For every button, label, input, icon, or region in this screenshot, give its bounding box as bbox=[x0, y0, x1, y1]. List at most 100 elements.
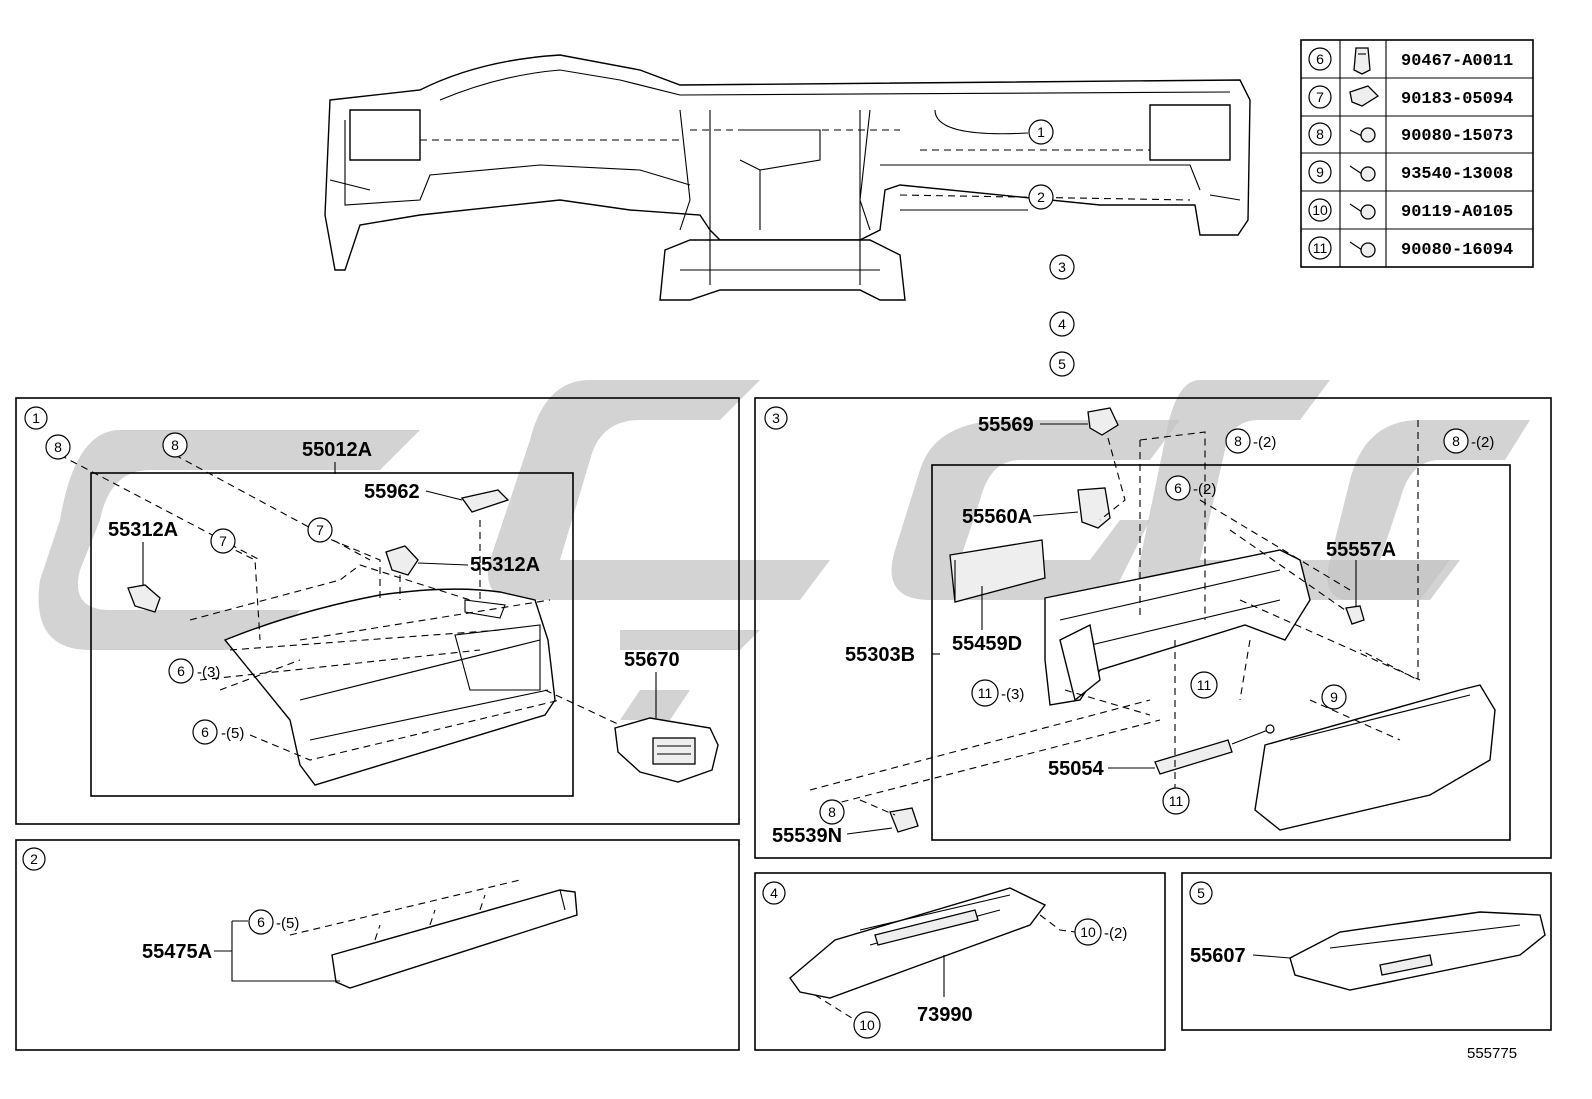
part-label-55569: 55569 bbox=[978, 414, 1034, 436]
clip-part-55312A-left[interactable] bbox=[127, 584, 161, 613]
svg-text:-(3): -(3) bbox=[1001, 686, 1024, 703]
legend-row-9: 9 93540-13008 bbox=[1308, 160, 1513, 184]
svg-text:3: 3 bbox=[1058, 259, 1066, 275]
svg-text:8: 8 bbox=[54, 439, 62, 455]
damper-part-55054[interactable] bbox=[1154, 724, 1275, 775]
part-label-55670: 55670 bbox=[624, 649, 680, 671]
svg-text:8: 8 bbox=[1316, 126, 1324, 142]
callout-7[interactable]: 7 bbox=[307, 517, 333, 543]
legend-row-10: 10 90119-A0105 bbox=[1308, 198, 1513, 222]
cover-part-55607[interactable] bbox=[1289, 911, 1546, 991]
svg-text:11: 11 bbox=[1169, 793, 1184, 809]
screw-icon bbox=[1349, 241, 1376, 258]
glove-box-door-part[interactable] bbox=[1254, 684, 1496, 831]
overview-callout-5[interactable]: 5 bbox=[1049, 351, 1075, 377]
finish-panel-part-55475A[interactable] bbox=[331, 889, 578, 989]
panel-5: 5 55607 bbox=[1181, 872, 1552, 1031]
svg-text:6: 6 bbox=[1316, 51, 1324, 67]
screw-icon bbox=[1349, 165, 1376, 182]
clip-part-55312A-right[interactable] bbox=[385, 545, 419, 576]
callout-8[interactable]: 8 bbox=[819, 799, 845, 825]
svg-text:10: 10 bbox=[1312, 202, 1328, 218]
svg-text:11: 11 bbox=[1197, 677, 1212, 693]
striker-part-55459D[interactable] bbox=[949, 539, 1046, 603]
callout-8[interactable]: 8 -(2) bbox=[1443, 428, 1494, 454]
callout-6[interactable]: 6-(5) bbox=[192, 719, 244, 745]
part-label-55312A: 55312A bbox=[470, 554, 540, 576]
part-label-55560A: 55560A bbox=[962, 506, 1032, 528]
legend-row-7: 7 90183-05094 bbox=[1308, 85, 1513, 109]
part-label-55557A: 55557A bbox=[1326, 539, 1396, 561]
callout-10[interactable]: 10 bbox=[853, 1011, 881, 1039]
svg-text:-(2): -(2) bbox=[1193, 481, 1216, 498]
callout-8[interactable]: 8 bbox=[45, 434, 71, 460]
svg-text:7: 7 bbox=[316, 522, 324, 538]
svg-text:1: 1 bbox=[1037, 124, 1045, 140]
callout-8[interactable]: 8 -(2) bbox=[1225, 428, 1276, 454]
svg-text:-(5): -(5) bbox=[276, 915, 299, 932]
svg-text:11: 11 bbox=[978, 685, 993, 701]
callout-6[interactable]: 6 -(3) bbox=[168, 658, 220, 684]
svg-text:90080-16094: 90080-16094 bbox=[1401, 241, 1513, 260]
svg-text:8: 8 bbox=[828, 804, 836, 820]
svg-text:5: 5 bbox=[1197, 885, 1205, 901]
clip-part-55539N[interactable] bbox=[889, 807, 919, 833]
svg-text:9: 9 bbox=[1316, 164, 1324, 180]
part-label-55303B: 55303B bbox=[845, 644, 915, 666]
svg-text:-(3): -(3) bbox=[197, 664, 220, 681]
svg-text:8: 8 bbox=[1452, 433, 1460, 449]
overview-callout-2[interactable]: 2 bbox=[1028, 184, 1054, 210]
fastener-legend-table: 6 90467-A0011 7 90183-05094 8 90080-1507… bbox=[1300, 39, 1534, 268]
part-label-55539N: 55539N bbox=[772, 825, 842, 847]
svg-text:7: 7 bbox=[1316, 89, 1324, 105]
svg-text:6: 6 bbox=[1174, 480, 1182, 496]
callout-7[interactable]: 7 bbox=[210, 528, 236, 554]
instrument-panel-part[interactable] bbox=[223, 588, 556, 786]
callout-11[interactable]: 11 bbox=[1190, 671, 1218, 699]
clip-part-55962[interactable] bbox=[460, 489, 510, 513]
glove-box-frame-part[interactable] bbox=[1044, 549, 1311, 706]
panel-2: 2 55475A 6-(5) bbox=[15, 839, 740, 1051]
clip-icon bbox=[1349, 85, 1380, 107]
svg-text:2: 2 bbox=[1037, 189, 1045, 205]
part-label-55054: 55054 bbox=[1048, 758, 1104, 780]
legend-row-8: 8 90080-15073 bbox=[1308, 122, 1513, 146]
bumper-part-55557A[interactable] bbox=[1345, 605, 1365, 625]
part-label-55312A: 55312A bbox=[108, 519, 178, 541]
svg-text:6: 6 bbox=[177, 663, 185, 679]
latch-part-55560A[interactable] bbox=[1077, 487, 1111, 529]
part-label-73990: 73990 bbox=[917, 1004, 973, 1026]
panel-1: 1 55012A 55962 55312A bbox=[15, 397, 740, 825]
overview-callout-3[interactable]: 3 bbox=[1049, 254, 1075, 280]
svg-text:5: 5 bbox=[1058, 356, 1066, 372]
overview-callout-1[interactable]: 1 bbox=[1028, 119, 1054, 145]
callout-9[interactable]: 9 bbox=[1321, 684, 1347, 710]
svg-text:1: 1 bbox=[32, 410, 40, 426]
lower-panel-part-73990[interactable] bbox=[789, 887, 1047, 999]
svg-text:8: 8 bbox=[1234, 433, 1242, 449]
callout-6[interactable]: 6 -(2) bbox=[1165, 475, 1216, 501]
svg-text:90080-15073: 90080-15073 bbox=[1401, 127, 1513, 146]
svg-text:-(2): -(2) bbox=[1253, 434, 1276, 451]
legend-row-11: 11 90080-16094 bbox=[1308, 236, 1513, 260]
damper-part-55569[interactable] bbox=[1087, 407, 1119, 436]
screw-icon bbox=[1349, 203, 1376, 220]
callout-11[interactable]: 11 -(3) bbox=[971, 679, 1024, 707]
part-label-55475A: 55475A bbox=[142, 941, 212, 963]
callout-10[interactable]: 10 -(2) bbox=[1074, 918, 1127, 946]
svg-text:10: 10 bbox=[859, 1017, 875, 1033]
vent-part-55670[interactable] bbox=[614, 717, 719, 783]
svg-text:-(5): -(5) bbox=[221, 725, 244, 742]
panel-4: 4 73990 10-(2) 10 bbox=[754, 872, 1166, 1051]
svg-text:-(2): -(2) bbox=[1471, 434, 1494, 451]
svg-text:10: 10 bbox=[1080, 924, 1096, 940]
svg-text:90119-A0105: 90119-A0105 bbox=[1401, 203, 1513, 222]
svg-text:3: 3 bbox=[772, 410, 780, 426]
callout-8[interactable]: 8 bbox=[162, 432, 188, 458]
svg-text:-(2): -(2) bbox=[1104, 925, 1127, 942]
overview-callout-4[interactable]: 4 bbox=[1049, 311, 1075, 337]
clip-icon bbox=[1353, 47, 1371, 75]
legend-row-6: 6 90467-A0011 bbox=[1308, 47, 1513, 75]
callout-11[interactable]: 11 bbox=[1162, 787, 1190, 815]
callout-6[interactable]: 6-(5) bbox=[248, 909, 299, 935]
